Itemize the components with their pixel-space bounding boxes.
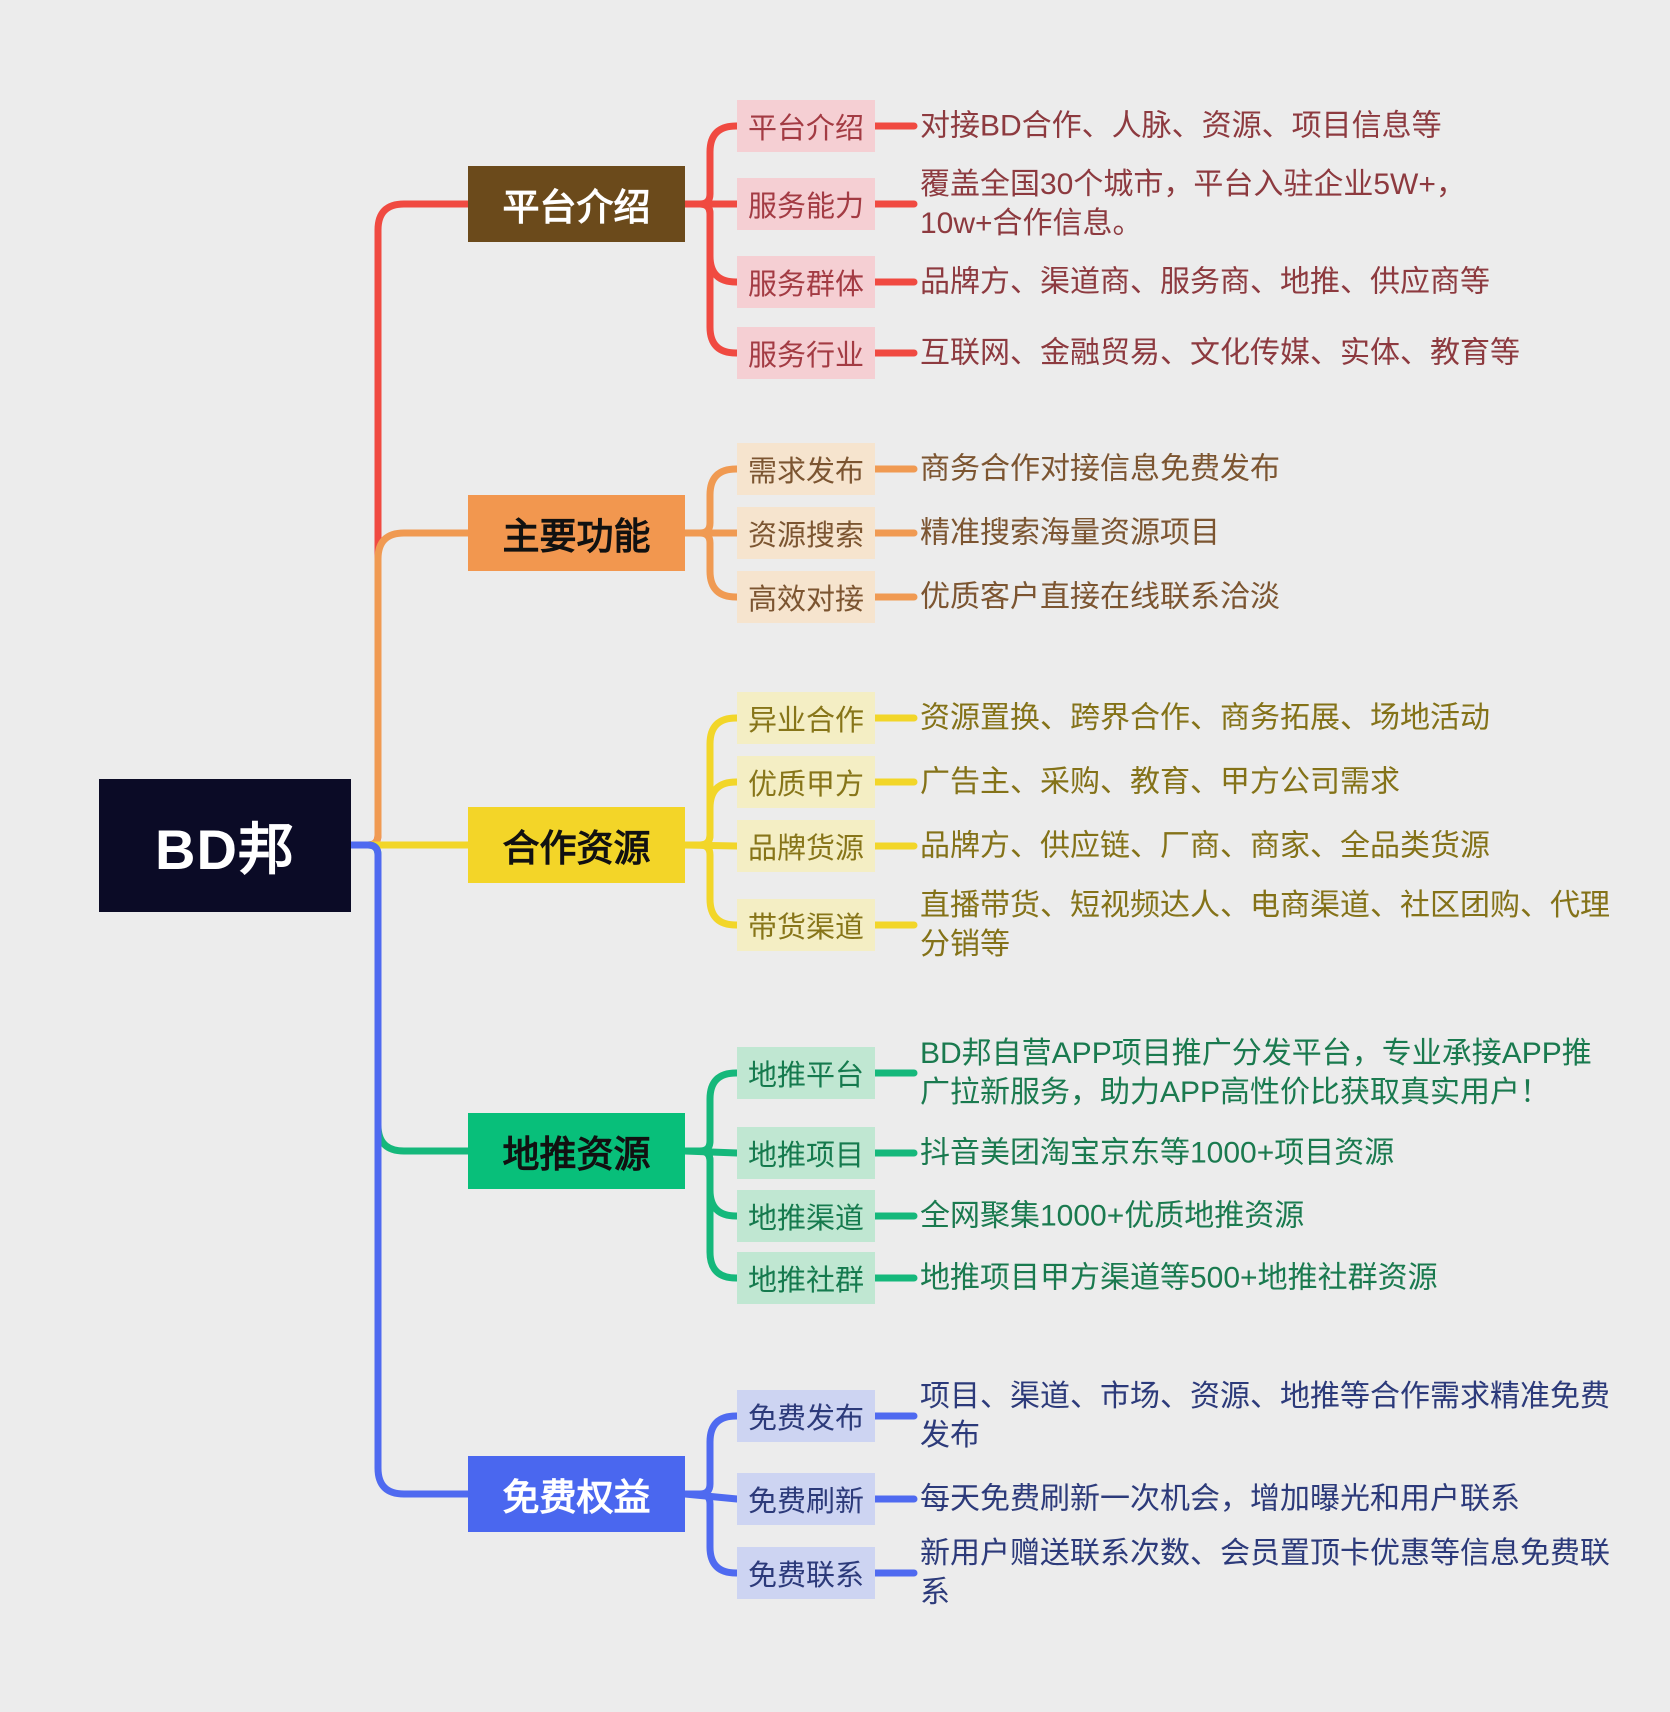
child-node[interactable]: 优质甲方 (737, 756, 875, 808)
child-node[interactable]: 地推平台 (737, 1047, 875, 1099)
branch-node-ground-promo[interactable]: 地推资源 (468, 1113, 685, 1189)
child-node[interactable]: 地推社群 (737, 1252, 875, 1304)
child-desc[interactable]: 全网聚集1000+优质地推资源 (920, 1199, 1305, 1233)
child-node[interactable]: 资源搜索 (737, 507, 875, 559)
child-desc[interactable]: 品牌方、渠道商、服务商、地推、供应商等 (920, 265, 1490, 299)
child-desc[interactable]: 精准搜索海量资源项目 (920, 516, 1220, 550)
child-node[interactable]: 地推渠道 (737, 1190, 875, 1242)
child-node[interactable]: 服务群体 (737, 256, 875, 308)
child-node[interactable]: 带货渠道 (737, 899, 875, 951)
child-desc[interactable]: 资源置换、跨界合作、商务拓展、场地活动 (920, 701, 1490, 735)
child-node[interactable]: 免费联系 (737, 1547, 875, 1599)
child-node[interactable]: 服务行业 (737, 327, 875, 379)
child-desc[interactable]: 每天免费刷新一次机会，增加曝光和用户联系 (920, 1482, 1520, 1516)
child-desc[interactable]: 广告主、采购、教育、甲方公司需求 (920, 765, 1400, 799)
child-node[interactable]: 品牌货源 (737, 820, 875, 872)
child-node[interactable]: 免费刷新 (737, 1473, 875, 1525)
child-desc[interactable]: 对接BD合作、人脉、资源、项目信息等 (920, 109, 1442, 143)
root-node[interactable]: BD邦 (99, 779, 351, 912)
child-desc[interactable]: 品牌方、供应链、厂商、商家、全品类货源 (920, 829, 1490, 863)
child-desc[interactable]: 互联网、金融贸易、文化传媒、实体、教育等 (920, 336, 1520, 370)
child-desc[interactable]: BD邦自营APP项目推广分发平台，专业承接APP推广拉新服务，助力APP高性价比… (920, 1037, 1592, 1109)
child-node[interactable]: 平台介绍 (737, 100, 875, 152)
child-node[interactable]: 需求发布 (737, 443, 875, 495)
child-desc[interactable]: 直播带货、短视频达人、电商渠道、社区团购、代理分销等 (920, 889, 1610, 961)
branch-node-free-benefits[interactable]: 免费权益 (468, 1456, 685, 1532)
child-desc[interactable]: 覆盖全国30个城市，平台入驻企业5W+，10w+合作信息。 (920, 168, 1466, 240)
child-desc[interactable]: 项目、渠道、市场、资源、地推等合作需求精准免费发布 (920, 1380, 1610, 1452)
branch-node-platform-intro[interactable]: 平台介绍 (468, 166, 685, 242)
child-desc[interactable]: 抖音美团淘宝京东等1000+项目资源 (920, 1136, 1395, 1170)
child-node[interactable]: 免费发布 (737, 1390, 875, 1442)
child-desc[interactable]: 新用户赠送联系次数、会员置顶卡优惠等信息免费联系 (920, 1537, 1610, 1609)
child-node[interactable]: 高效对接 (737, 571, 875, 623)
child-desc[interactable]: 地推项目甲方渠道等500+地推社群资源 (920, 1261, 1438, 1295)
child-node[interactable]: 地推项目 (737, 1127, 875, 1179)
child-desc[interactable]: 商务合作对接信息免费发布 (920, 452, 1280, 486)
child-desc[interactable]: 优质客户直接在线联系洽淡 (920, 580, 1280, 614)
child-node[interactable]: 服务能力 (737, 178, 875, 230)
branch-node-main-features[interactable]: 主要功能 (468, 495, 685, 571)
branch-node-coop-resources[interactable]: 合作资源 (468, 807, 685, 883)
child-node[interactable]: 异业合作 (737, 692, 875, 744)
